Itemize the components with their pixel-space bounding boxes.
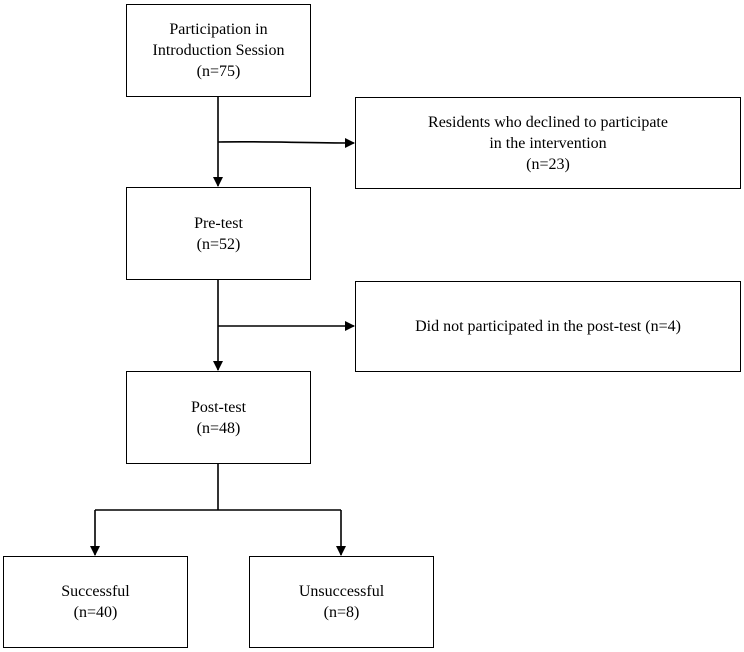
- post-test-box: Post-test (n=48): [126, 371, 311, 464]
- unsuccessful-box: Unsuccessful (n=8): [249, 556, 434, 648]
- post-test-text: Post-test (n=48): [191, 397, 246, 439]
- post-test-count: (n=48): [196, 419, 241, 437]
- post-test-dropout-text: Did not participated in the post-test (n…: [415, 316, 681, 337]
- declined-residents-box: Residents who declined to participate in…: [355, 97, 741, 189]
- post-test-dropout-label: Did not participated in the post-test (n…: [415, 318, 681, 335]
- unsuccessful-text: Unsuccessful (n=8): [299, 581, 384, 623]
- successful-count: (n=40): [73, 604, 118, 621]
- introduction-session-box: Participation in Introduction Session (n…: [126, 4, 311, 97]
- declined-residents-line: in the intervention: [489, 134, 607, 152]
- introduction-session-text: Participation in Introduction Session (n…: [153, 19, 285, 82]
- declined-residents-line: Residents who declined to participate: [428, 113, 668, 131]
- pre-test-count: (n=52): [196, 235, 241, 253]
- unsuccessful-count: (n=8): [323, 604, 360, 621]
- introduction-session-count: (n=75): [196, 63, 241, 80]
- post-test-label: Post-test: [190, 398, 247, 416]
- introduction-session-line: Participation in: [169, 21, 268, 38]
- pre-test-label: Pre-test: [194, 214, 243, 232]
- unsuccessful-label: Unsuccessful: [298, 583, 385, 600]
- successful-text: Successful (n=40): [61, 581, 129, 623]
- successful-label: Successful: [61, 583, 130, 600]
- post-test-dropout-box: Did not participated in the post-test (n…: [355, 281, 741, 372]
- declined-residents-text: Residents who declined to participate in…: [428, 112, 668, 175]
- pre-test-box: Pre-test (n=52): [126, 187, 311, 280]
- arrow-to-declined: [217, 137, 355, 148]
- successful-box: Successful (n=40): [3, 556, 188, 648]
- declined-residents-count: (n=23): [526, 155, 570, 173]
- introduction-session-line: Introduction Session: [152, 42, 285, 59]
- pre-test-text: Pre-test (n=52): [194, 213, 243, 255]
